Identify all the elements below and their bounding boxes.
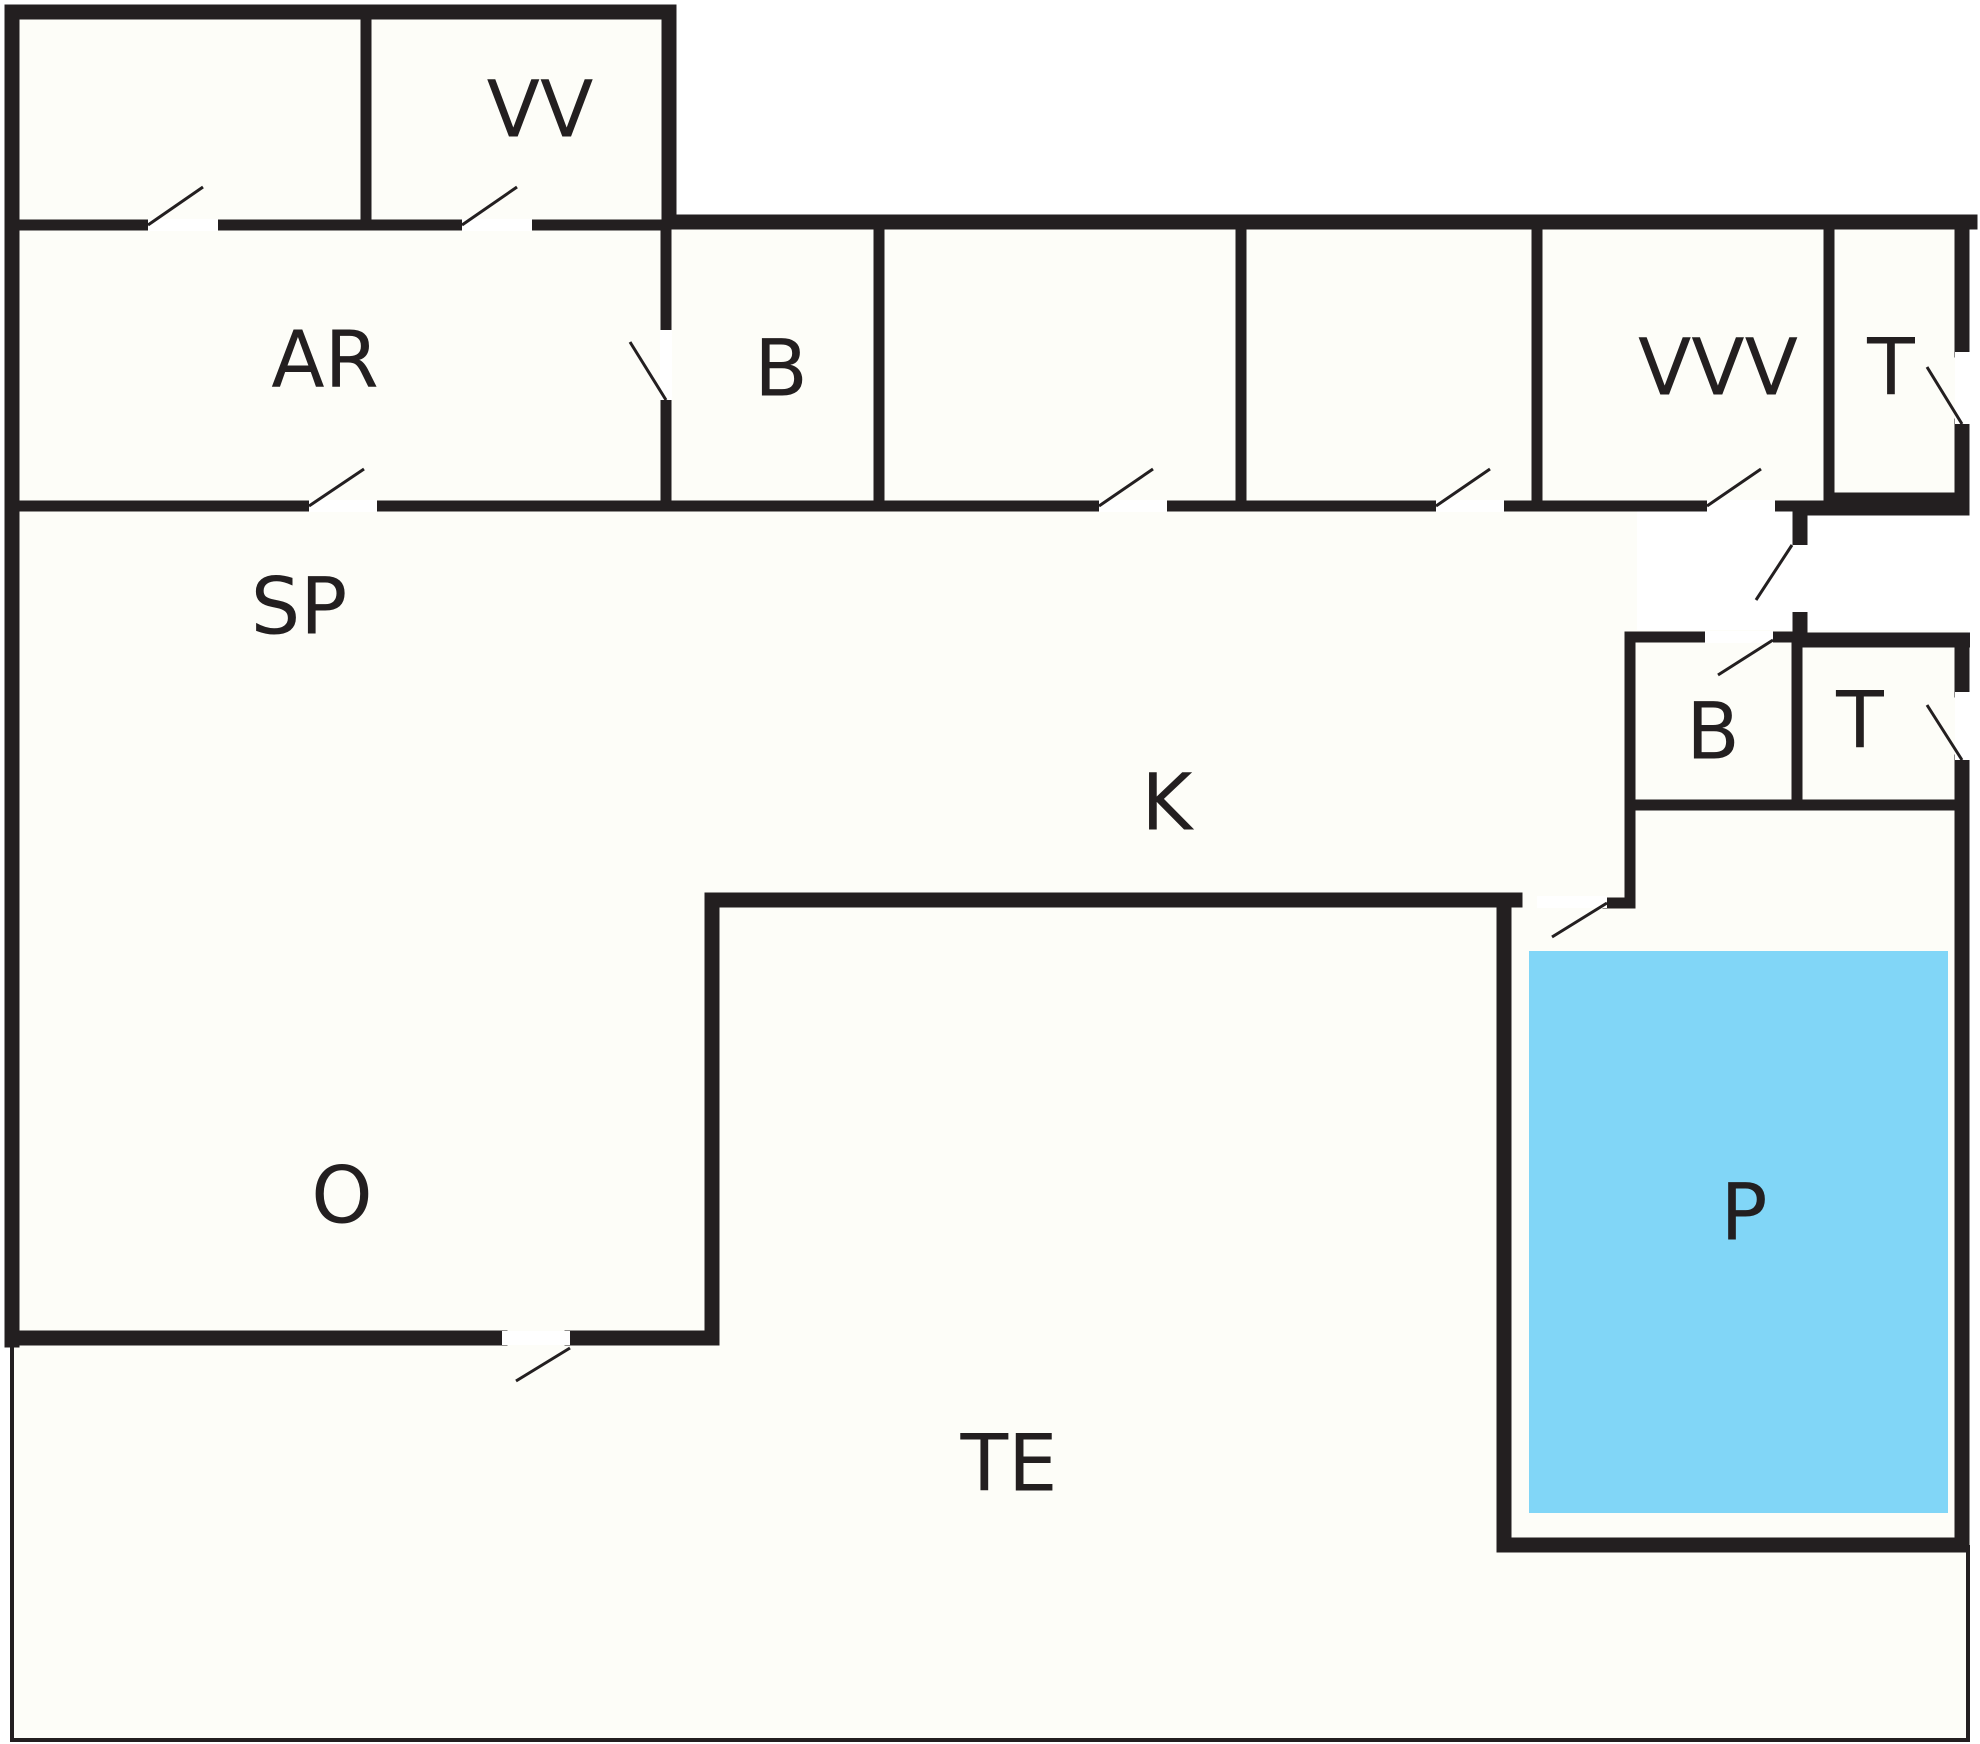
interior-floor-top <box>12 12 672 227</box>
door-gap <box>462 219 532 231</box>
doors <box>147 185 1973 1383</box>
room-label-k: K <box>1141 758 1194 848</box>
door-gap <box>1707 500 1775 512</box>
exterior-wall-east-bottom <box>1496 754 1970 1553</box>
door-gap <box>1955 692 1973 760</box>
door-swing <box>1706 467 1762 508</box>
interior-floor-main <box>12 505 1637 900</box>
door-swing <box>147 185 204 227</box>
door-gap <box>660 330 672 400</box>
door-gap <box>502 1331 570 1345</box>
door-gap <box>1099 500 1167 512</box>
terrace-floor-right <box>700 895 1500 1345</box>
exterior-walls <box>4 4 1978 1553</box>
exterior-wall-east-top2 <box>1792 418 1970 516</box>
door-gap <box>1792 545 1808 612</box>
room-label-sp: SP <box>251 562 348 652</box>
wall-b-right-outline <box>1602 631 1709 909</box>
door-swing <box>1925 366 1964 425</box>
interior-walls <box>6 6 1968 909</box>
door-swing <box>628 341 668 401</box>
door-swing <box>1098 467 1154 508</box>
door-gap <box>148 219 218 231</box>
exterior-wall-south-mid <box>564 892 1523 1346</box>
exterior-wall-notch-inner <box>1792 606 1970 698</box>
exterior-wall-north-west <box>4 4 677 1348</box>
door-gap <box>1537 896 1607 908</box>
door-gap <box>1705 631 1773 643</box>
room-label-t-right: T <box>1835 676 1884 766</box>
room-label-b-top: B <box>754 324 808 414</box>
door-swing <box>1925 704 1964 761</box>
room-labels: VV AR B VVV T SP K B T O TE P <box>251 65 1915 1509</box>
room-label-te: TE <box>960 1419 1058 1509</box>
door-gap <box>1436 500 1504 512</box>
interior-floor-west <box>12 895 717 1335</box>
door-gap <box>309 500 377 512</box>
interior-floor-rooms <box>12 222 1968 507</box>
door-swing <box>1435 467 1491 508</box>
room-label-ar: AR <box>271 315 379 405</box>
room-label-vv: VV <box>487 65 594 155</box>
room-label-t-top: T <box>1866 323 1915 413</box>
door-swing <box>1717 638 1774 677</box>
room-label-p: P <box>1720 1168 1767 1258</box>
door-swing <box>1754 544 1794 601</box>
room-label-o: O <box>311 1151 372 1241</box>
terrace-outline <box>10 1340 1970 1742</box>
door-swing <box>515 1346 571 1383</box>
door-swing <box>1551 901 1608 939</box>
door-swing <box>308 467 365 508</box>
room-label-b-right: B <box>1686 687 1740 777</box>
room-label-vvv: VVV <box>1638 323 1798 413</box>
door-swing <box>461 185 518 227</box>
pool <box>1529 951 1948 1513</box>
door-gap <box>1955 352 1973 424</box>
